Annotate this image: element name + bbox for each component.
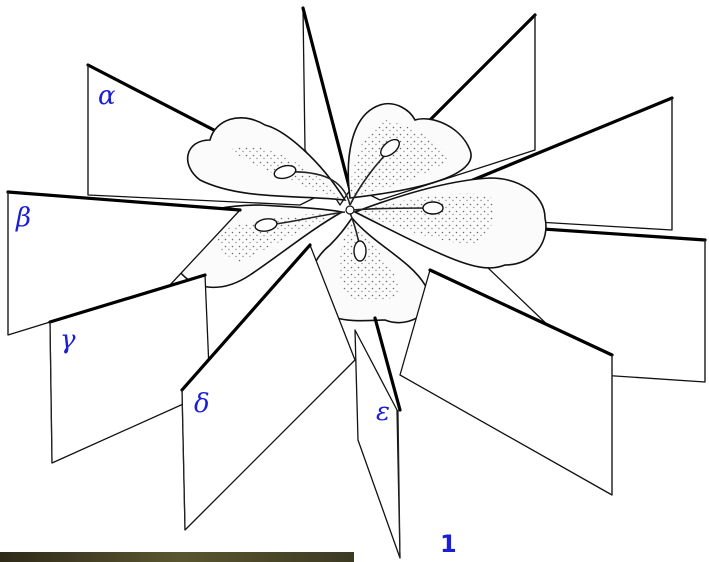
photo-strip (0, 552, 354, 562)
label-delta: δ (194, 389, 210, 419)
anther-3 (423, 202, 443, 214)
figure-number: 1 (440, 530, 457, 558)
pistil (346, 206, 354, 214)
label-alpha: α (98, 81, 116, 111)
label-gamma: γ (60, 325, 76, 355)
label-epsilon: ε (376, 397, 390, 427)
plane-epsilon (355, 318, 400, 558)
anther-4 (354, 241, 366, 261)
label-beta: β (15, 203, 31, 233)
